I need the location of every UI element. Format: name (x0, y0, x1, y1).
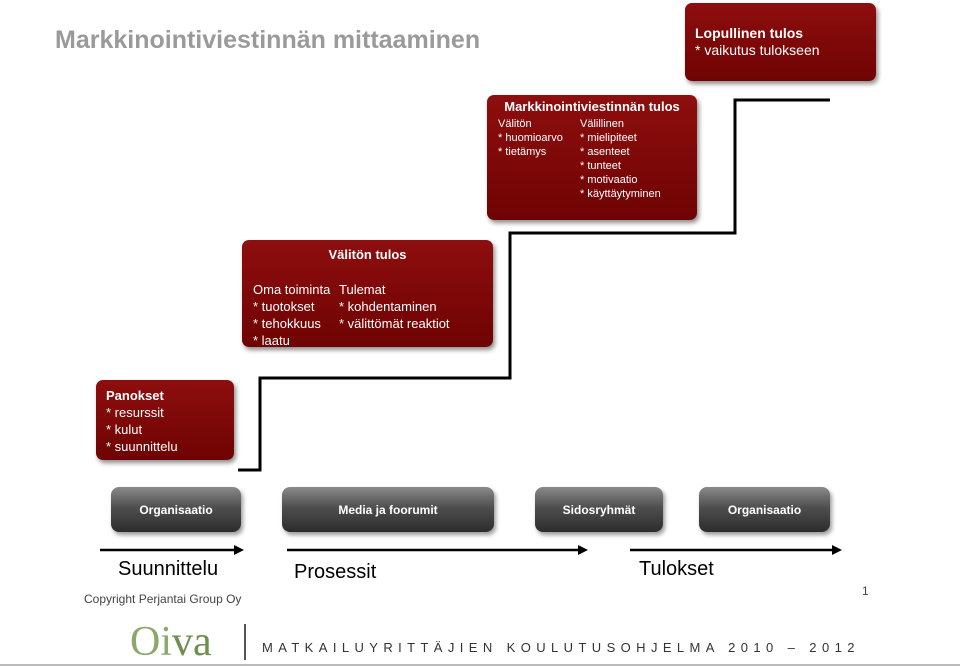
marketing-result-right-item: * käyttäytyminen (580, 188, 661, 200)
phase-processes-label: Prosessit (294, 561, 377, 583)
marketing-result-right-item: * tunteet (580, 160, 621, 172)
marketing-result-right-item: * motivaatio (580, 174, 638, 186)
stakeholder-groups-button: Sidosryhmät (535, 487, 663, 532)
stakeholder-media-button: Media ja foorumit (282, 487, 494, 532)
final-result-box: Lopullinen tulos * vaikutus tulokseen (685, 3, 876, 81)
marketing-result-heading: Markkinointiviestinnän tulos (504, 99, 680, 114)
oiva-logo: Oiva (130, 620, 212, 664)
immediate-result-right-column: Tulemat * kohdentaminen * välittömät rea… (339, 281, 450, 349)
immediate-result-left-item: * tuotokset (253, 299, 315, 314)
immediate-result-heading: Välitön tulos (328, 247, 407, 262)
marketing-result-right-column: Välillinen * mielipiteet * asenteet * tu… (580, 117, 661, 201)
immediate-result-left-item: * tehokkuus (253, 316, 321, 331)
stakeholder-organisation-button: Organisaatio (111, 487, 241, 532)
logo-part-right: va (172, 619, 212, 665)
immediate-result-left-heading: Oma toiminta (253, 282, 331, 297)
footer: Oiva MATKAILUYRITTÄJIEN KOULUTUSOHJELMA … (0, 618, 960, 666)
marketing-result-right-item: * mielipiteet (580, 132, 637, 144)
immediate-result-left-column: Oma toiminta * tuotokset * tehokkuus * l… (242, 281, 339, 349)
immediate-result-right-item: * kohdentaminen (339, 299, 437, 314)
page-title: Markkinointiviestinnän mittaaminen (55, 26, 481, 54)
final-result-line: * vaikutus tulokseen (695, 42, 820, 58)
logo-part-left: Oi (130, 619, 172, 665)
footer-separator (244, 624, 246, 660)
page-number: 1 (862, 584, 869, 598)
final-result-heading: Lopullinen tulos (695, 25, 804, 41)
immediate-result-right-heading: Tulemat (339, 282, 386, 297)
inputs-box: Panokset * resurssit * kulut * suunnitte… (96, 380, 234, 460)
marketing-result-left-column: Välitön * huomioarvo * tietämys (487, 117, 580, 201)
stakeholder-organisation-2-button: Organisaatio (699, 487, 830, 532)
marketing-result-box: Markkinointiviestinnän tulos Välitön * h… (487, 95, 697, 220)
inputs-item: * suunnittelu (106, 439, 178, 454)
inputs-item: * resurssit (106, 405, 164, 420)
phase-results-label: Tulokset (639, 558, 714, 580)
marketing-result-left-item: * huomioarvo (498, 132, 563, 144)
marketing-result-right-heading: Välillinen (580, 118, 625, 130)
phase-planning-label: Suunnittelu (118, 558, 219, 580)
marketing-result-left-heading: Välitön (498, 118, 532, 130)
footer-program-text: MATKAILUYRITTÄJIEN KOULUTUSOHJELMA 2010 … (262, 640, 860, 655)
inputs-item: * kulut (106, 422, 143, 437)
copyright-text: Copyright Perjantai Group Oy (84, 592, 242, 606)
inputs-heading: Panokset (106, 388, 164, 403)
immediate-result-right-item: * välittömät reaktiot (339, 316, 450, 331)
immediate-result-left-item: * laatu (253, 333, 290, 348)
immediate-result-box: Välitön tulos Oma toiminta * tuotokset *… (242, 240, 493, 349)
marketing-result-left-item: * tietämys (498, 146, 547, 158)
marketing-result-right-item: * asenteet (580, 146, 630, 158)
footer-bottom-line (0, 664, 960, 666)
